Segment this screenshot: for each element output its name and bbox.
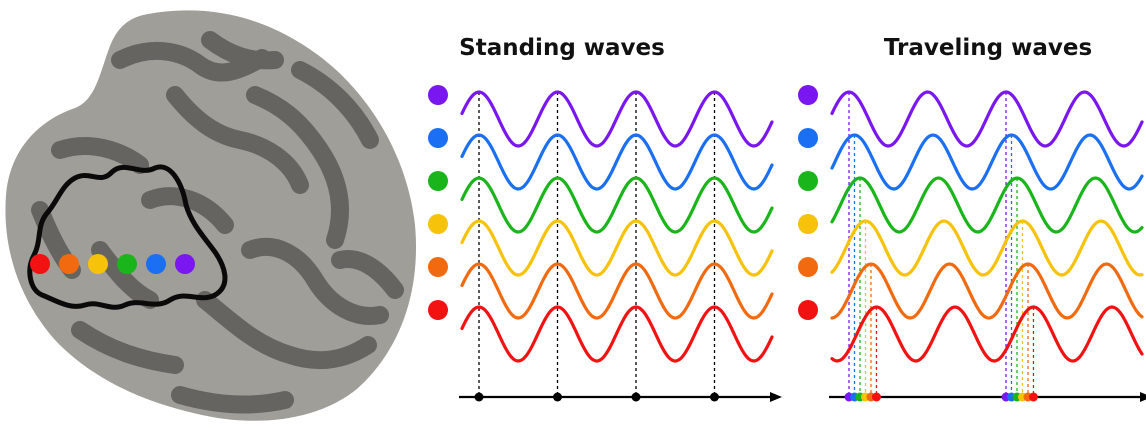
traveling-channel-markers	[798, 85, 818, 320]
region-outline	[27, 164, 228, 310]
standing-marker-yellow	[428, 214, 448, 234]
electrode-purple	[175, 254, 195, 274]
standing-marker-red	[428, 300, 448, 320]
traveling-marker-green	[798, 171, 818, 191]
brain-surface-panel	[5, 10, 417, 421]
standing-waves-panel: Standing waves	[428, 35, 782, 402]
standing-wave-blue	[460, 133, 774, 191]
traveling-wave-green	[830, 176, 1144, 234]
standing-marker-green	[428, 171, 448, 191]
traveling-waves-panel: Traveling waves	[798, 35, 1146, 402]
standing-waves-title: Standing waves	[459, 35, 665, 61]
traveling-marker-purple	[798, 85, 818, 105]
traveling-marker-blue	[798, 128, 818, 148]
standing-time-axis	[459, 392, 782, 402]
standing-peak-dot	[710, 392, 719, 402]
electrode-orange	[59, 254, 79, 274]
traveling-wave-red	[830, 305, 1144, 363]
electrode-green	[117, 254, 137, 274]
traveling-wave-yellow	[830, 219, 1144, 277]
electrode-blue	[146, 254, 166, 274]
standing-guide-lines	[478, 92, 716, 397]
electrode-row	[30, 254, 195, 274]
traveling-waves-title: Traveling waves	[884, 35, 1092, 61]
standing-peak-dot	[553, 392, 562, 402]
electrode-yellow	[88, 254, 108, 274]
traveling-wave-orange	[830, 262, 1144, 320]
standing-marker-purple	[428, 85, 448, 105]
standing-wave-orange	[460, 262, 774, 320]
standing-peak-dot	[474, 392, 484, 402]
standing-peak-dot	[631, 392, 641, 402]
traveling-marker-yellow	[798, 214, 818, 234]
standing-channel-markers	[428, 85, 448, 320]
standing-axis-arrowhead	[770, 392, 782, 402]
traveling-wave-traces	[830, 90, 1144, 363]
standing-marker-blue	[428, 128, 448, 148]
standing-wave-yellow	[460, 219, 774, 277]
traveling-axis-arrowhead	[1140, 392, 1146, 402]
standing-wave-green	[460, 176, 774, 234]
traveling-wave-purple	[830, 90, 1144, 148]
standing-wave-traces	[460, 90, 774, 363]
traveling-marker-orange	[798, 257, 818, 277]
traveling-peak-dot-red	[871, 392, 881, 402]
traveling-marker-red	[798, 300, 818, 320]
standing-wave-red	[460, 305, 774, 363]
electrode-red	[30, 254, 50, 274]
standing-marker-orange	[428, 257, 448, 277]
traveling-wave-blue	[830, 133, 1144, 191]
traveling-time-axis	[829, 392, 1146, 402]
traveling-peak-dot-red	[1028, 392, 1038, 402]
standing-wave-purple	[460, 90, 774, 148]
